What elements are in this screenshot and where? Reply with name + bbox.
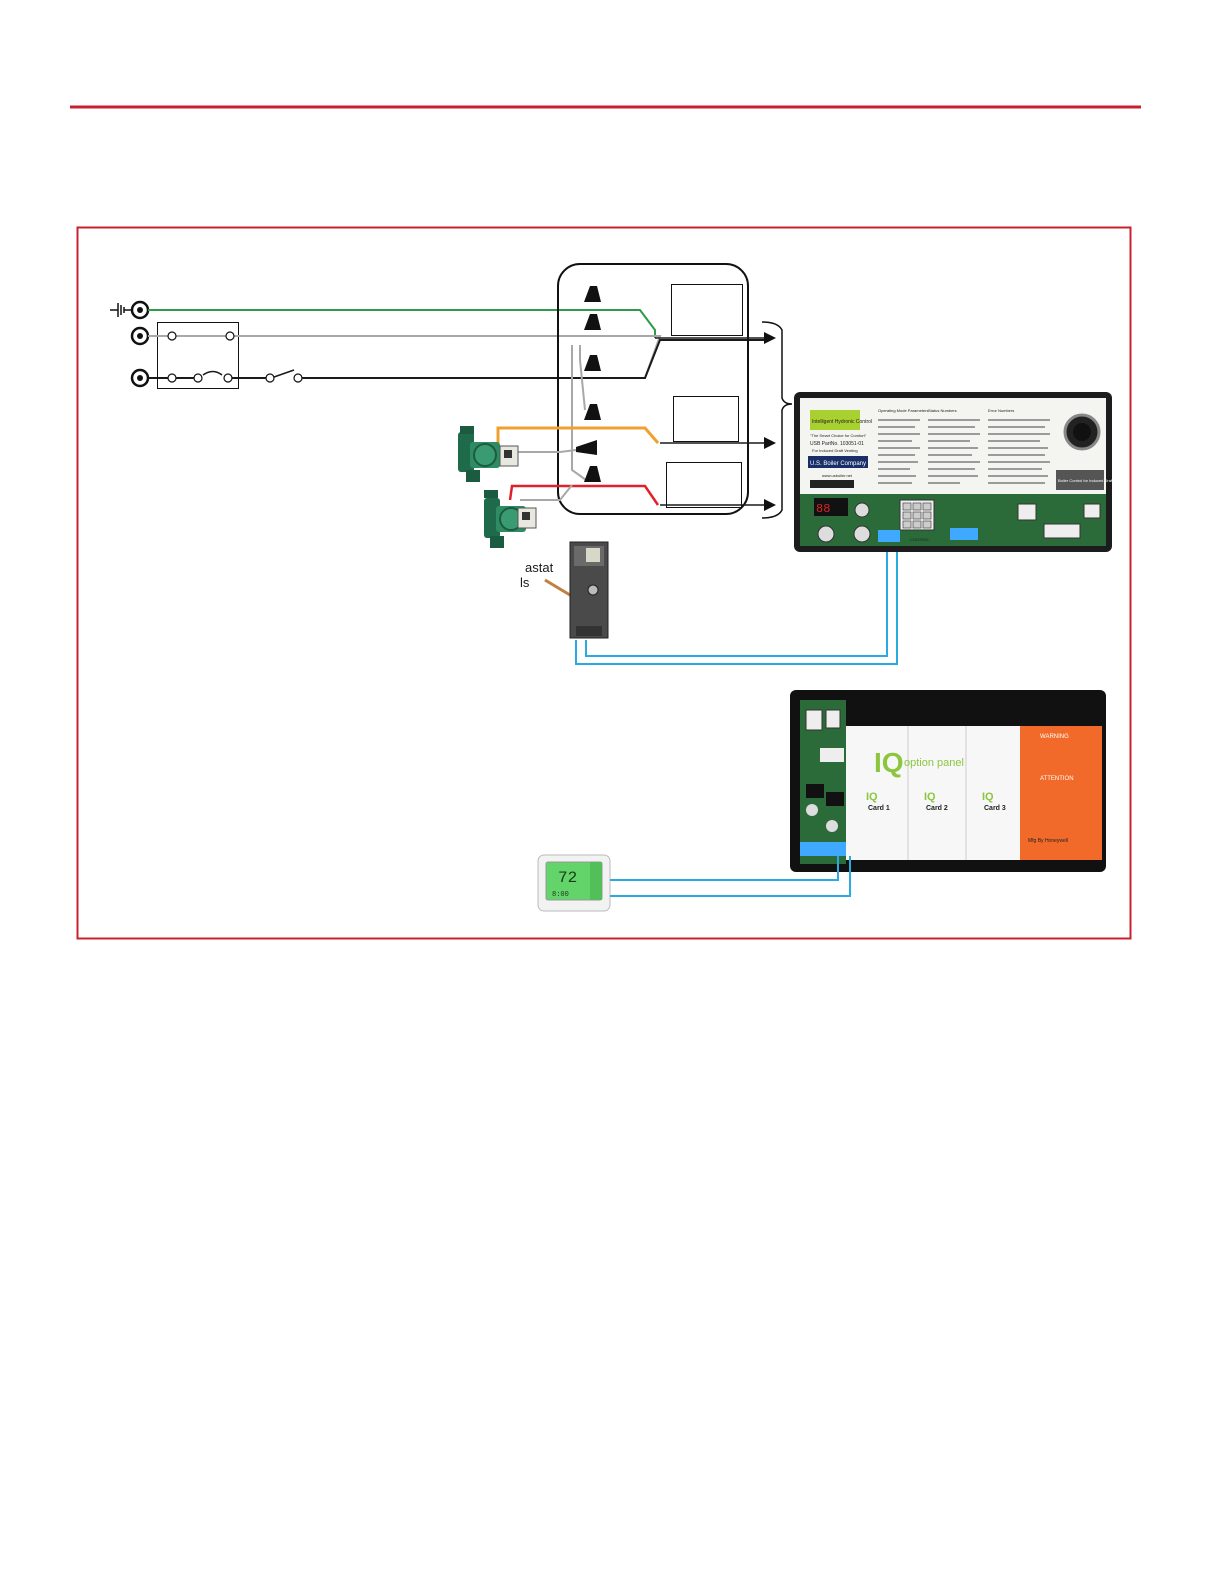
control-col3-header: Error Numbers xyxy=(988,408,1014,413)
terminal-icon-hot xyxy=(130,368,150,388)
option-card-logo: IQ xyxy=(982,791,994,803)
thermostat-wire-1 xyxy=(610,856,839,881)
control-terminal-label: CONTROL xyxy=(910,537,930,542)
aquastat-wire-1 xyxy=(575,540,898,665)
terminal-block-1 xyxy=(671,284,743,336)
hot-wire xyxy=(302,339,768,379)
switch-icon xyxy=(148,369,303,383)
option-panel-logo: IQ xyxy=(874,747,904,778)
terminal-icon-neutral xyxy=(130,326,150,346)
option-panel-logo-small: option panel xyxy=(904,757,964,769)
control-company: U.S. Boiler Company xyxy=(810,461,866,467)
terminal-block-3 xyxy=(666,462,742,508)
arrow-head-2 xyxy=(764,437,776,449)
thermostat-time: 8:00 xyxy=(552,891,569,899)
aquastat-label-2: ls xyxy=(520,575,530,590)
option-panel-attention: ATTENTION xyxy=(1040,776,1074,782)
neutral-jumper-2 xyxy=(579,345,586,411)
option-card-logo: IQ xyxy=(866,791,878,803)
pump2-neutral xyxy=(520,484,573,501)
bracket xyxy=(761,321,793,519)
ground-wire xyxy=(148,309,656,338)
control-tagline: "The Smart Choice for Comfort" xyxy=(810,433,867,438)
option-cards: Card 1 IQ Card 2 IQ Card 3 IQ xyxy=(866,791,1006,812)
control-col1-header: Operating Mode Parameters xyxy=(878,408,928,413)
arrow-head-1 xyxy=(764,332,776,344)
option-card-label: Card 3 xyxy=(984,805,1006,812)
ground-icon xyxy=(110,303,131,317)
thermostat-wire-2 xyxy=(610,856,851,897)
circulator-pump-icon-2 xyxy=(484,490,537,548)
aquastat-label-1: astat xyxy=(525,560,554,575)
junction-box xyxy=(557,263,749,515)
boiler-control: Intelligent Hydronic Control "The Smart … xyxy=(794,392,1128,552)
thermostat-temp: 72 xyxy=(558,869,577,887)
thermostat-icon xyxy=(537,854,611,912)
option-panel: IQ option panel WARNING ATTENTION Mfg By… xyxy=(790,690,1106,872)
control-side-label: Boiler Control for Induced Draft Venting xyxy=(1058,478,1128,483)
control-website: www.usboiler.net xyxy=(822,473,853,478)
connector-icon xyxy=(576,286,601,482)
circulator-pump-icon xyxy=(458,426,519,482)
pump2-wire xyxy=(508,484,660,506)
terminal-block-2 xyxy=(673,396,739,442)
option-panel-warning: WARNING xyxy=(1040,734,1069,740)
svg-text:88: 88 xyxy=(816,502,830,516)
option-card-label: Card 2 xyxy=(926,805,948,812)
control-part-label: USB PartNo. 103051-01 xyxy=(810,441,864,447)
option-panel-mfg: Mfg By Honeywell xyxy=(1028,838,1068,844)
neutral-wire xyxy=(148,335,662,379)
aquastat-wire-2 xyxy=(585,540,888,657)
control-part-sub: For Induced Draft Venting xyxy=(812,448,858,453)
diagram-frame xyxy=(76,226,1132,940)
terminal-icon-ground xyxy=(130,300,150,320)
option-card-label: Card 1 xyxy=(868,805,890,812)
option-card-logo: IQ xyxy=(924,791,936,803)
aquastat-icon xyxy=(544,541,609,639)
pump1-wire xyxy=(496,426,660,450)
arrow-head-3 xyxy=(764,499,776,511)
control-col2-header: Status Numbers xyxy=(928,408,957,413)
pump1-neutral xyxy=(505,449,577,453)
neutral-jumper xyxy=(571,345,587,481)
control-brand-title: Intelligent Hydronic Control xyxy=(812,419,872,425)
service-switch-box xyxy=(157,322,239,389)
